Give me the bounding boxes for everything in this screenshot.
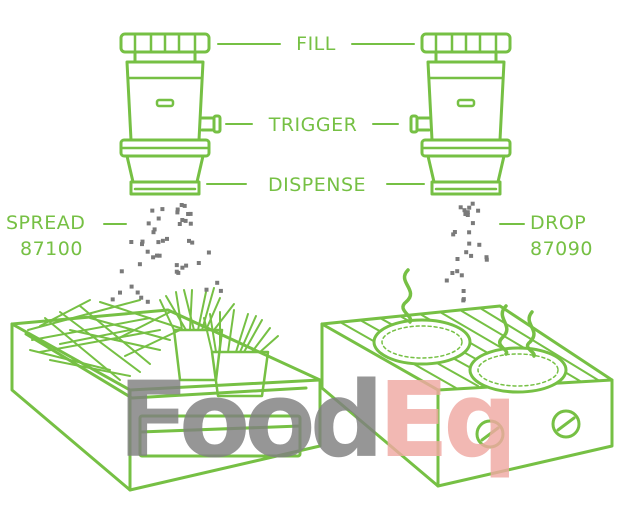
spread-name-label: SPREAD — [6, 212, 86, 234]
seasoning-particle — [110, 297, 115, 302]
seasoning-particle — [150, 208, 155, 213]
seasoning-particle — [215, 280, 220, 285]
seasoning-particle — [160, 207, 165, 212]
seasoning-particle — [444, 278, 449, 283]
seasoning-particle — [180, 218, 185, 222]
seasoning-particle — [140, 242, 144, 247]
seasoning-particle — [139, 295, 144, 300]
seasoning-particle — [190, 240, 195, 245]
left-fryer-tray — [10, 287, 322, 492]
seasoning-particle — [151, 255, 156, 260]
watermark-eq: Eq — [378, 359, 517, 481]
seasoning-particle — [129, 284, 134, 289]
seasoning-particle — [462, 208, 467, 213]
seasoning-particle — [129, 240, 134, 244]
seasoning-particle — [465, 210, 470, 215]
seasoning-particle — [470, 221, 475, 226]
seasoning-particle — [152, 227, 157, 232]
seasoning-particle — [469, 253, 474, 258]
seasoning-particle — [145, 299, 150, 304]
drop-name-label: DROP — [530, 212, 587, 234]
seasoning-particle — [175, 207, 180, 212]
dispense-label: DISPENSE — [267, 174, 367, 196]
watermark-food: Food — [118, 359, 384, 481]
right-grill-tray — [320, 268, 614, 488]
seasoning-particle — [470, 201, 475, 206]
fill-label: FILL — [296, 33, 336, 55]
seasoning-particle — [461, 289, 466, 293]
right-seasoning-spray — [444, 201, 489, 303]
seasoning-particle — [156, 240, 161, 245]
left-seasoning-spray — [110, 203, 223, 304]
right-shaker — [409, 32, 512, 196]
seasoning-particle — [183, 218, 188, 223]
seasoning-particle — [476, 208, 481, 213]
seasoning-particle — [458, 205, 463, 210]
seasoning-particle — [160, 238, 165, 243]
seasoning-particle — [465, 213, 470, 217]
seasoning-particle — [455, 269, 460, 274]
seasoning-particle — [467, 241, 472, 246]
seasoning-particle — [155, 253, 159, 258]
seasoning-particle — [452, 230, 457, 234]
seasoning-particle — [175, 210, 180, 215]
seasoning-particle — [174, 263, 179, 268]
seasoning-particle — [135, 290, 140, 295]
seasoning-particle — [157, 253, 162, 258]
seasoning-particle — [137, 262, 142, 267]
seasoning-particle — [151, 230, 156, 235]
seasoning-particle — [145, 249, 150, 254]
seasoning-particle — [206, 250, 211, 255]
seasoning-particle — [179, 203, 184, 207]
seasoning-particle — [451, 232, 456, 237]
seasoning-particle — [177, 222, 182, 226]
seasoning-particle — [174, 269, 179, 274]
trigger-label: TRIGGER — [268, 114, 358, 136]
seasoning-particle — [140, 239, 145, 244]
seasoning-particle — [484, 255, 489, 260]
left-shaker — [119, 32, 222, 196]
seasoning-particle — [450, 271, 455, 275]
seasoning-particle — [186, 212, 191, 216]
seasoning-particle — [484, 257, 489, 262]
foodeq-watermark: FoodEq — [118, 368, 518, 488]
seasoning-particle — [196, 261, 201, 265]
seasoning-particle — [467, 230, 472, 235]
drop-code-label: 87090 — [530, 238, 593, 260]
seasoning-particle — [182, 203, 187, 208]
leader-lines — [103, 43, 525, 225]
seasoning-particle — [187, 238, 191, 243]
seasoning-particle — [180, 265, 185, 270]
seasoning-particle — [146, 221, 151, 226]
seasoning-particle — [477, 242, 482, 247]
seasoning-particle — [464, 250, 469, 255]
seasoning-particle — [204, 287, 209, 292]
seasoning-particle — [459, 273, 464, 278]
seasoning-particle — [165, 236, 169, 241]
seasoning-particle — [463, 212, 468, 216]
seasoning-particle — [218, 288, 223, 293]
seasoning-particle — [467, 205, 472, 210]
seasoning-particle — [184, 263, 189, 268]
seasoning-particle — [118, 290, 122, 295]
seasoning-particle — [156, 216, 161, 221]
seasoning-particle — [188, 211, 193, 216]
seasoning-particle — [119, 269, 124, 274]
seasoning-particle — [461, 298, 466, 303]
spread-code-label: 87100 — [20, 238, 83, 260]
seasoning-particle — [455, 257, 460, 261]
seasoning-particle — [188, 221, 193, 226]
